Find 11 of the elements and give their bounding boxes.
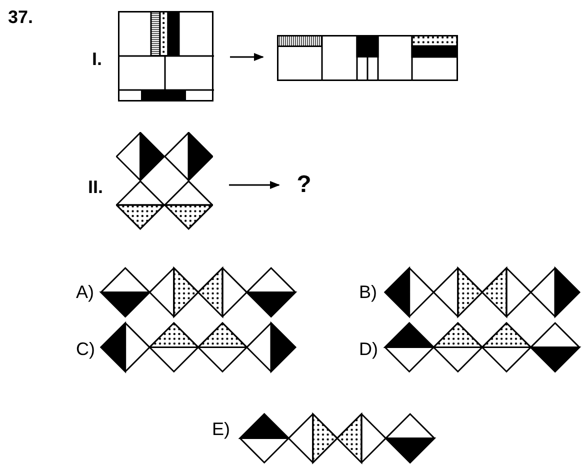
arrow — [229, 181, 280, 189]
arrow — [230, 53, 264, 61]
option-label: D) — [359, 340, 378, 358]
question-number: 37. — [8, 8, 34, 26]
option-label: E) — [212, 420, 230, 438]
option-label: A) — [76, 283, 94, 301]
question-mark: ? — [296, 173, 312, 197]
option-label: B) — [359, 283, 377, 301]
option-label: C) — [76, 340, 95, 358]
part-label: II. — [88, 178, 104, 196]
part-label: I. — [92, 50, 102, 68]
